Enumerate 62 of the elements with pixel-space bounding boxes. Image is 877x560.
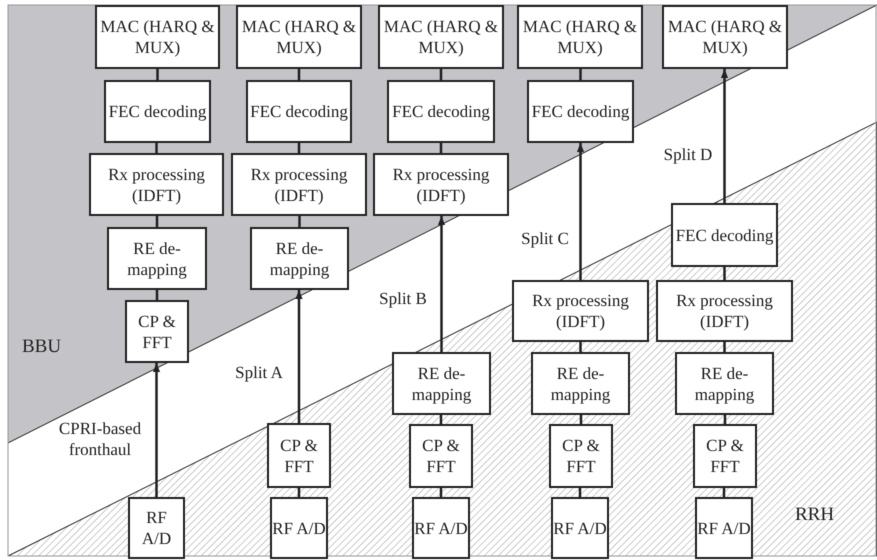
edge-label: Split C — [520, 228, 570, 249]
connector-line — [440, 143, 442, 153]
connector-line — [579, 342, 582, 352]
arrow — [720, 69, 728, 203]
connector-line — [298, 488, 300, 497]
fec-block: FEC decoding — [104, 80, 211, 143]
connector-line — [156, 69, 159, 80]
arrow — [295, 290, 303, 423]
mac-block: MAC (HARQ & MUX) — [378, 5, 504, 69]
rf-ad-block: RF A/D — [551, 497, 609, 559]
connector-line — [724, 415, 726, 424]
rf-ad-block: RF A/D — [695, 497, 753, 559]
connector-line — [722, 488, 726, 497]
connector-line — [580, 415, 582, 424]
connector-line — [440, 69, 442, 80]
region-label: BBU — [22, 336, 62, 357]
re-demapping-block: RE de-mapping — [675, 352, 774, 415]
rx-processing-block: Rx processing (IDFT) — [512, 280, 649, 342]
connector-line — [723, 267, 726, 280]
mac-block: MAC (HARQ & MUX) — [95, 5, 220, 69]
rf-ad-block: RF A/D — [270, 497, 328, 559]
rx-processing-block: Rx processing (IDFT) — [373, 153, 509, 216]
connector-line — [298, 143, 300, 153]
re-demapping-block: RE de-mapping — [531, 352, 630, 415]
connector-line — [723, 342, 726, 352]
connector-line — [298, 69, 300, 80]
arrow — [438, 216, 446, 352]
mac-block: MAC (HARQ & MUX) — [236, 5, 362, 69]
connector-line — [578, 488, 582, 497]
mac-block: MAC (HARQ & MUX) — [662, 5, 788, 69]
fec-block: FEC decoding — [387, 80, 495, 143]
arrow — [576, 143, 584, 280]
fec-block: FEC decoding — [246, 80, 352, 143]
edge-label: Split B — [378, 288, 428, 309]
fec-block: FEC decoding — [671, 203, 778, 267]
edge-label: Split D — [662, 144, 714, 165]
arrow — [152, 363, 160, 497]
connector-line — [156, 216, 158, 227]
cp-fft-block: CP & FFT — [267, 423, 331, 488]
connector-line — [440, 415, 442, 424]
cp-fft-block: CP & FFT — [693, 424, 757, 488]
connector-line — [298, 216, 301, 227]
mac-block: MAC (HARQ & MUX) — [517, 5, 643, 69]
region-label: RRH — [795, 504, 834, 525]
cp-fft-block: CP & FFT — [409, 424, 473, 488]
rx-processing-block: Rx processing (IDFT) — [231, 153, 367, 216]
re-demapping-block: RE de-mapping — [392, 352, 491, 415]
edge-label: Split A — [234, 362, 284, 383]
rx-processing-block: Rx processing (IDFT) — [656, 280, 793, 342]
cp-fft-block: CP & FFT — [125, 300, 189, 363]
connector-line — [579, 69, 582, 80]
edge-label: CPRI-based fronthaul — [58, 418, 142, 460]
re-demapping-block: RE de-mapping — [250, 227, 349, 290]
re-demapping-block: RE de-mapping — [107, 227, 207, 290]
connector-line — [440, 488, 442, 497]
connector-line — [156, 290, 158, 300]
rx-processing-block: Rx processing (IDFT) — [89, 153, 224, 216]
rf-ad-block: RF A/D — [128, 497, 185, 559]
rf-ad-block: RF A/D — [412, 497, 470, 559]
fec-block: FEC decoding — [527, 80, 634, 143]
connector-line — [155, 143, 158, 153]
cp-fft-block: CP & FFT — [549, 424, 613, 488]
